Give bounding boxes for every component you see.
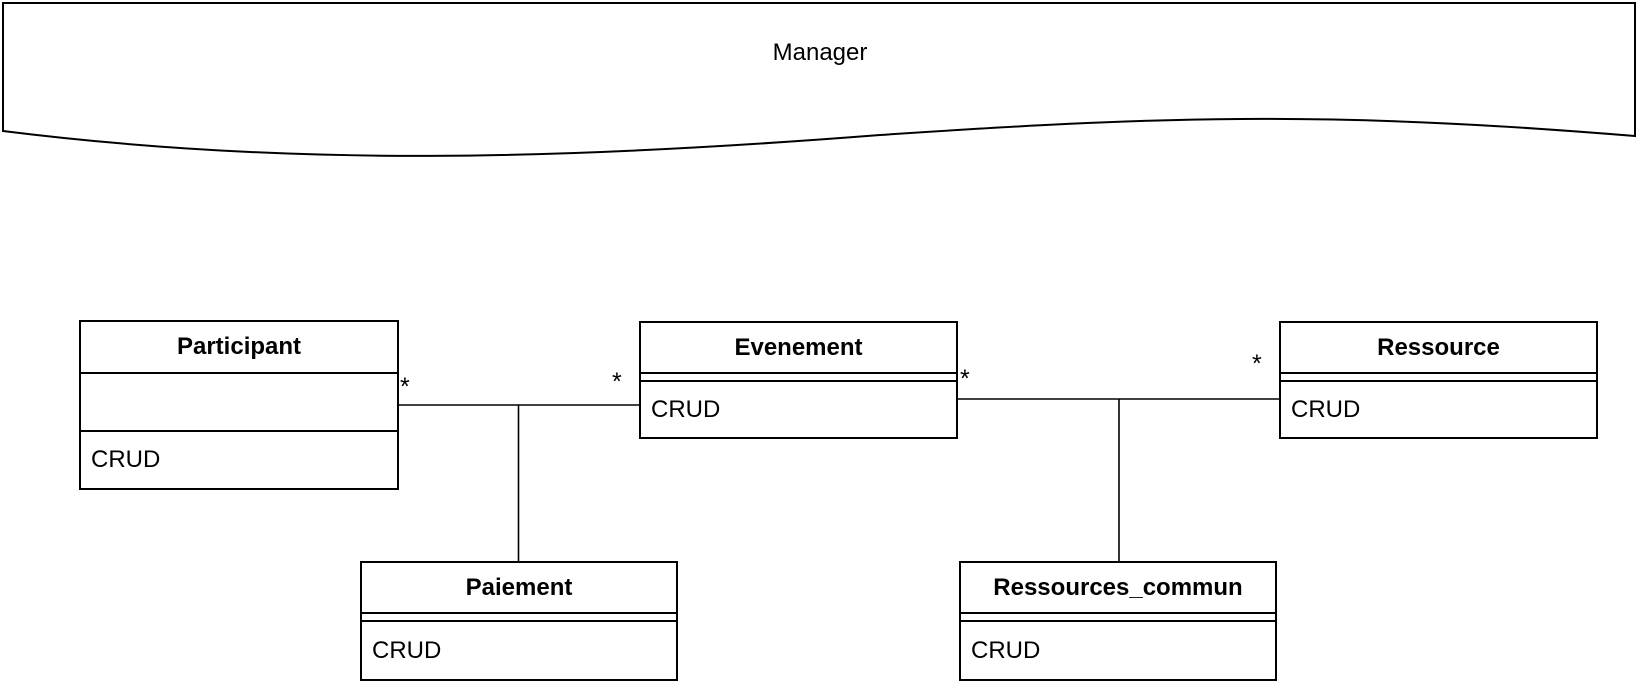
class-ressource-operations: CRUD [1291,395,1361,423]
class-paiement-title: Paiement [362,563,676,614]
multiplicity-star-participant-side: * [400,373,410,401]
class-ressources-commun[interactable]: Ressources_commun CRUD [959,561,1277,681]
package-manager-label: Manager [772,39,868,66]
multiplicity-star-evenement-left-side: * [612,368,622,396]
class-ressources-commun-operations: CRUD [971,636,1041,664]
class-ressource[interactable]: Ressource CRUD [1279,321,1598,439]
class-evenement-attributes [641,374,956,382]
class-paiement-operations: CRUD [372,636,442,664]
package-manager-shape[interactable] [1,2,1636,157]
class-ressources-commun-title: Ressources_commun [961,563,1275,614]
class-ressource-attributes [1281,374,1596,382]
multiplicity-star-ressource-side: * [1252,350,1262,378]
class-evenement[interactable]: Evenement CRUD [639,321,958,439]
class-ressource-title: Ressource [1281,323,1596,374]
class-participant-attributes [81,374,397,432]
class-participant[interactable]: Participant CRUD [79,320,399,490]
class-paiement-attributes [362,614,676,622]
class-ressources-commun-attributes [961,614,1275,622]
multiplicity-star-evenement-right-side: * [960,365,970,393]
class-participant-operations: CRUD [91,446,161,473]
class-evenement-title: Evenement [641,323,956,374]
class-evenement-operations: CRUD [651,395,721,423]
class-participant-title: Participant [81,322,397,374]
class-paiement[interactable]: Paiement CRUD [360,561,678,681]
